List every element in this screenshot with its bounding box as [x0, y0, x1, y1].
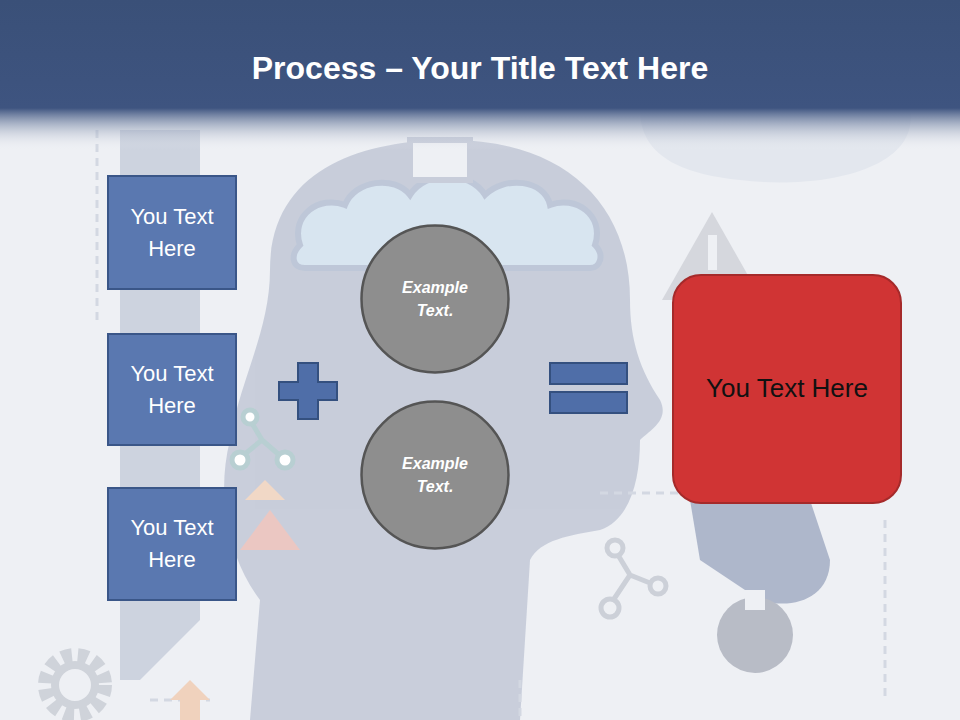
input-box: You Text Here	[107, 487, 237, 601]
input-box-outline	[107, 333, 237, 446]
plus-sign	[279, 363, 337, 419]
slide-title: Process – Your Title Text Here	[0, 50, 960, 87]
node-label: Example Text.	[386, 276, 484, 322]
example-circle: Example Text.	[360, 224, 510, 374]
right-hand-wrench	[690, 481, 830, 673]
node-label: You Text Here	[706, 370, 868, 408]
circle-shape	[362, 402, 509, 549]
input-box-outline	[107, 175, 237, 290]
box-shape	[673, 275, 901, 503]
box-shape	[108, 176, 236, 289]
input-box-outline	[107, 487, 237, 601]
example-circle: Example Text.	[360, 400, 510, 550]
input-box: You Text Here	[107, 333, 237, 446]
circle-shape	[362, 226, 509, 373]
example-circle-outline	[360, 224, 510, 374]
node-label: You Text Here	[117, 201, 227, 265]
gear-icon	[45, 655, 105, 715]
node-label: You Text Here	[117, 358, 227, 422]
title-bar	[0, 0, 960, 150]
box-shape	[108, 334, 236, 445]
box-shape	[108, 488, 236, 600]
equals-sign	[550, 363, 627, 413]
molecule-icon-right	[601, 540, 666, 617]
result-box: You Text Here	[672, 274, 902, 504]
head-silhouette	[224, 140, 663, 720]
node-label: You Text Here	[117, 512, 227, 576]
molecule-icons	[232, 410, 293, 468]
input-box: You Text Here	[107, 175, 237, 290]
node-label: Example Text.	[386, 452, 484, 498]
example-circle-outline	[360, 400, 510, 550]
